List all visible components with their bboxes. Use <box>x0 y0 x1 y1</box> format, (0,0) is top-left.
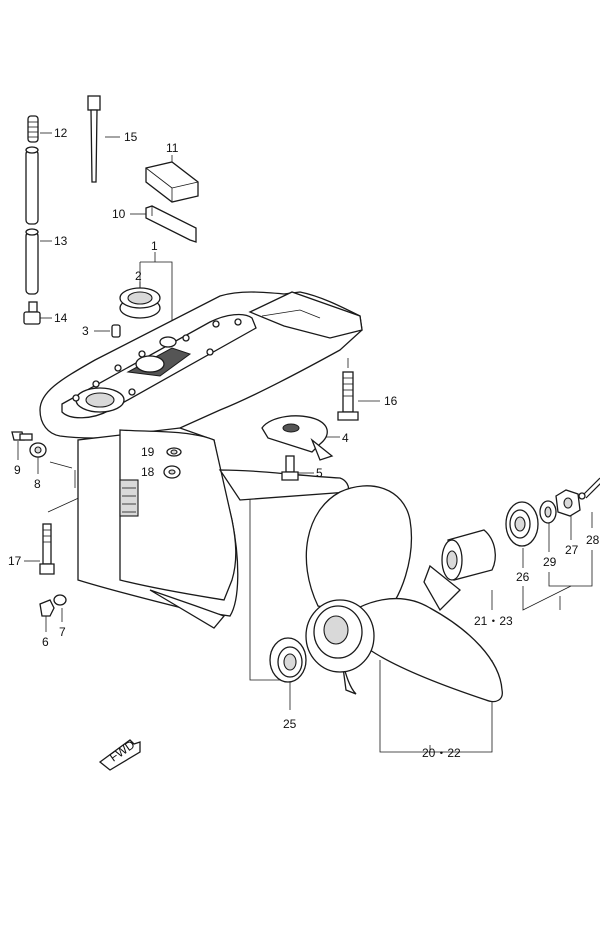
part-7-washer <box>53 594 67 606</box>
part-15-cable-tie <box>87 95 101 183</box>
callout-10: 10 <box>112 207 126 221</box>
callout-8: 8 <box>34 477 41 491</box>
part-5-bolt <box>281 455 299 481</box>
callout-27: 28 <box>586 533 600 547</box>
gear-case-housing <box>39 291 363 629</box>
part-19-washer <box>166 447 182 457</box>
callout-28: 29 <box>543 555 557 569</box>
callout-1: 1 <box>151 239 158 253</box>
callout-12: 12 <box>54 126 68 140</box>
callout-16: 16 <box>384 394 398 408</box>
part-27-cotter-pin <box>578 477 600 500</box>
callout-17: 17 <box>8 554 22 568</box>
callout-3: 3 <box>82 324 89 338</box>
part-18-nut <box>163 465 181 479</box>
part-14-fitting <box>23 301 41 325</box>
part-28-washer <box>539 500 557 524</box>
callout-6: 6 <box>42 635 49 649</box>
callout-labels: 12 15 11 10 13 1 2 14 3 16 4 5 9 8 19 18… <box>8 126 600 760</box>
part-20-22-propeller <box>305 485 503 703</box>
part-13-tube <box>25 146 39 295</box>
callout-13: 13 <box>54 234 68 248</box>
part-8-washer <box>29 442 47 458</box>
part-26-castle-nut <box>555 489 581 517</box>
part-4-anode <box>261 415 334 461</box>
callout-7: 7 <box>59 625 66 639</box>
callout-18: 18 <box>141 465 155 479</box>
part-24-thrust-washer <box>269 637 307 683</box>
callout-5: 5 <box>316 466 323 480</box>
part-17-bolt <box>39 523 55 575</box>
callout-26: 27 <box>565 543 579 557</box>
part-12-plug <box>27 115 39 143</box>
part-11-block <box>145 161 199 203</box>
part-9-screw <box>11 431 33 441</box>
callout-21-23: 21・23 <box>474 614 513 628</box>
part-10-plate <box>145 205 197 243</box>
callout-2: 2 <box>135 269 142 283</box>
callout-15: 15 <box>124 130 138 144</box>
part-3-pin <box>111 324 121 338</box>
part-25-spacer <box>505 501 539 547</box>
callout-14: 14 <box>54 311 68 325</box>
part-21-23-bushing <box>441 529 496 581</box>
callout-9: 9 <box>14 463 21 477</box>
fwd-arrow-icon: FWD <box>98 737 141 771</box>
callout-24: 25 <box>283 717 297 731</box>
callout-25: 26 <box>516 570 530 584</box>
part-2-bearing <box>119 287 161 319</box>
callout-20-22: 20・22 <box>422 746 461 760</box>
part-16-bolt <box>337 371 359 421</box>
callout-4: 4 <box>342 431 349 445</box>
part-6-nut <box>39 599 55 617</box>
callout-19: 19 <box>141 445 155 459</box>
callout-11: 11 <box>166 141 179 155</box>
